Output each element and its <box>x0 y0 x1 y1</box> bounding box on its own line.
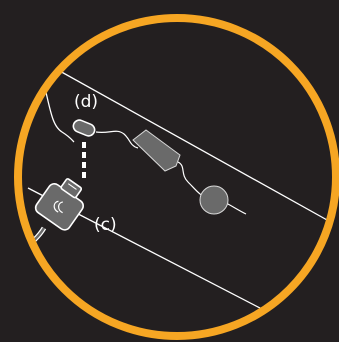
connector-label: (c) <box>94 215 117 235</box>
device-edge-top <box>39 59 333 231</box>
round-button <box>199 185 229 215</box>
usb-connector <box>34 178 85 231</box>
internal-wire-1 <box>95 130 139 149</box>
port-label: (d) <box>74 92 98 112</box>
internal-wire-3 <box>225 202 247 215</box>
magnifier-ring <box>14 14 339 340</box>
oval-component <box>132 129 181 172</box>
charging-port <box>72 119 96 137</box>
device-side-curve <box>43 83 75 143</box>
magnified-detail: (d) (c) <box>21 59 333 333</box>
